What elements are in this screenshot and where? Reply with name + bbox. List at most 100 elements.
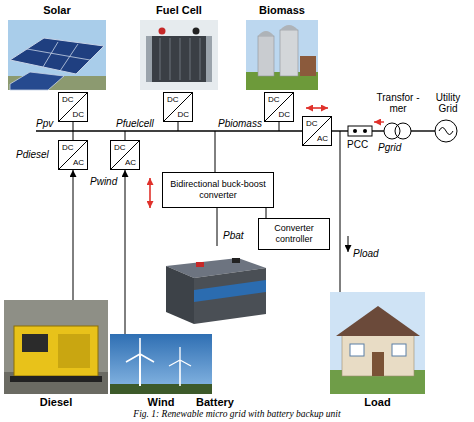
battery-photo-node: Battery: [158, 246, 272, 330]
solar-panel: [10, 72, 64, 90]
end-plate: [146, 36, 152, 82]
connector: [266, 208, 267, 218]
house-roof: [336, 306, 420, 336]
window: [392, 344, 406, 356]
converter-type: DC: [268, 95, 280, 104]
terminal: [193, 28, 200, 35]
figure-caption: Fig. 1: Renewable micro grid with batter…: [0, 409, 474, 420]
load-photo: [330, 292, 425, 394]
solar-photo-node: Solar: [8, 20, 106, 90]
ac-line: [372, 130, 384, 131]
converter-box: DC AC: [58, 140, 88, 170]
battery-photo: [158, 246, 272, 330]
fuel-cell-photo: [140, 20, 218, 90]
cell-plate: [190, 38, 191, 80]
load-photo-node: Load: [330, 292, 425, 394]
box-label: Converter controller: [263, 223, 325, 245]
photo-heading: Load: [330, 396, 425, 408]
battery-side: [166, 266, 194, 324]
battery-front: [194, 268, 266, 324]
diesel-photo-node: Diesel: [4, 300, 108, 394]
process-box: Converter controller: [258, 218, 330, 250]
wind-photo-node: Wind: [110, 334, 212, 394]
bus-wire: [73, 131, 74, 140]
converter-box: DCDC: [58, 92, 88, 122]
silo-dome: [258, 31, 274, 36]
breaker-contact: [363, 129, 367, 133]
diesel-photo: [4, 300, 108, 394]
converter-type: DC: [167, 95, 179, 104]
converter-type: AC: [73, 158, 84, 167]
base-frame: [10, 376, 102, 382]
converter-type: DC: [177, 110, 189, 119]
signal-label: Pbat: [223, 230, 244, 241]
sky: [330, 292, 425, 394]
converter-box: DCAC: [110, 140, 140, 170]
panel-grid: [43, 42, 58, 67]
panel-grid: [27, 49, 90, 60]
bus-wire: [73, 122, 74, 131]
cell-plate: [200, 38, 201, 80]
transformer-winding: [395, 123, 411, 139]
grid-source: [435, 120, 457, 142]
diagonal-line: [59, 141, 87, 169]
cell-plate: [180, 38, 181, 80]
terminal: [232, 258, 240, 263]
bus-wire: [215, 131, 216, 172]
diagonal-line: [59, 93, 87, 121]
turbine-blades: [126, 338, 154, 362]
turbine-blades: [169, 347, 191, 366]
panel-grid: [60, 44, 78, 71]
converter-type: AC: [125, 158, 136, 167]
photo-heading: Fuel Cell: [140, 4, 218, 16]
diagonal-line: [111, 141, 139, 169]
diagonal-line: [303, 117, 331, 145]
photo-heading: Solar: [8, 4, 106, 16]
control-panel: [22, 334, 48, 352]
converter-type: DC: [306, 119, 318, 128]
engine-cover: [58, 334, 90, 368]
signal-label: PCC: [347, 139, 368, 150]
bus-wire: [125, 131, 126, 140]
connector: [125, 170, 126, 334]
bus-wire: [279, 122, 280, 131]
solar-photo: [8, 20, 106, 90]
cell-plate: [170, 38, 171, 80]
signal-label: Pwind: [90, 176, 117, 187]
wind-photo: [110, 334, 212, 394]
background: [158, 246, 272, 330]
bus-wire: [178, 122, 179, 131]
photo-heading: Biomass: [246, 4, 318, 16]
background: [140, 20, 218, 90]
converter-type: DC: [278, 110, 290, 119]
diagonal-line: [265, 93, 293, 121]
fuel-cell-photo-node: Fuel Cell: [140, 20, 218, 90]
connector: [217, 208, 218, 246]
solar-panel: [10, 38, 104, 74]
shed: [300, 56, 316, 76]
signal-label: Pdiesel: [16, 149, 49, 160]
cell-plate: [160, 38, 161, 80]
signal-label: Pbiomass: [218, 118, 262, 129]
terminal: [159, 28, 166, 35]
connector: [73, 170, 74, 300]
process-box: Bidirectional buck-boost converter: [162, 172, 274, 208]
window: [350, 344, 364, 356]
photo-heading: Battery: [158, 396, 272, 408]
sky: [8, 20, 106, 90]
door: [372, 352, 384, 376]
silo-dome: [280, 25, 298, 30]
turbine-tower: [179, 360, 181, 386]
turbine-tower: [139, 354, 141, 386]
battery-band: [194, 280, 266, 302]
converter-type: AC: [317, 134, 328, 143]
biomass-photo: [246, 20, 318, 90]
silo: [258, 36, 274, 76]
load-arrow: [348, 236, 349, 252]
dc-bus: [36, 130, 302, 131]
converter-type: DC: [62, 143, 74, 152]
silo: [280, 30, 298, 76]
